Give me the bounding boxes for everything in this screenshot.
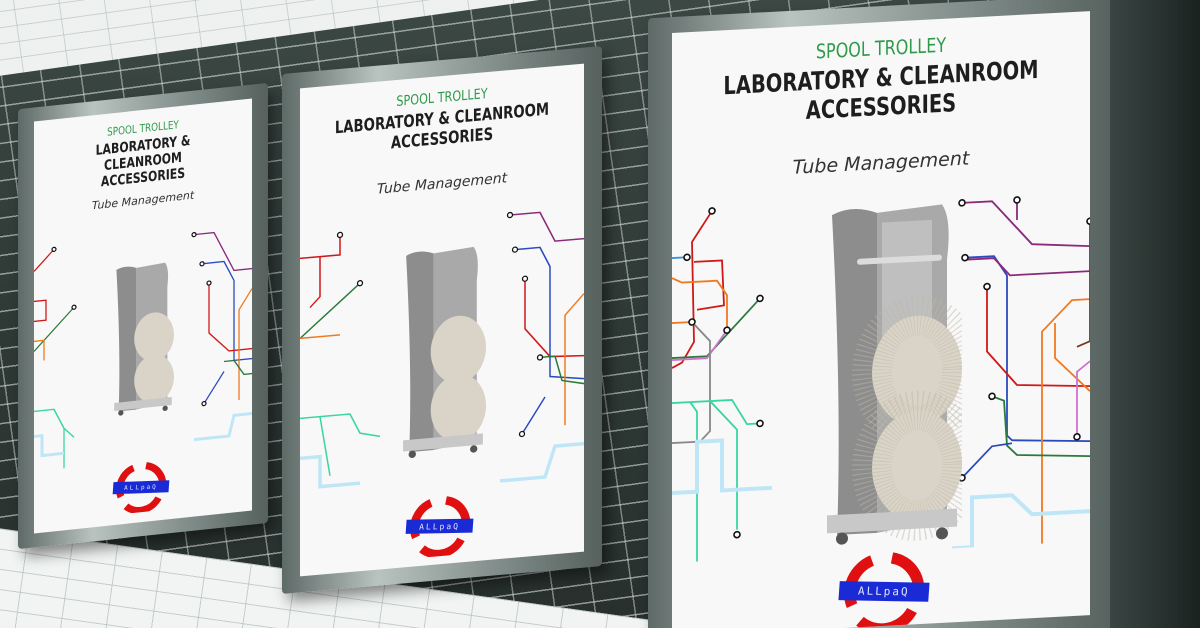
poster-paper: SPOOL TROLLEY LABORATORY & CLEANROOM ACC… [34, 98, 252, 534]
brand-logo-text: ALLpaQ [112, 480, 170, 495]
poster-title: LABORATORY & CLEANROOM ACCESSORIES [718, 55, 1044, 131]
brand-logo: ALLpaQ [112, 460, 170, 515]
poster-paper: SPOOL TROLLEY LABORATORY & CLEANROOM ACC… [672, 11, 1090, 628]
transit-map-lines-icon [300, 211, 584, 489]
spool-trolley-image [822, 196, 982, 548]
brand-logo: ALLpaQ [838, 550, 930, 628]
transit-map-lines-icon [34, 231, 252, 469]
poster-middle: SPOOL TROLLEY LABORATORY & CLEANROOM ACC… [282, 46, 602, 594]
brand-logo: ALLpaQ [405, 494, 475, 559]
poster-right: SPOOL TROLLEY LABORATORY & CLEANROOM ACC… [648, 0, 1118, 628]
poster-paper: SPOOL TROLLEY LABORATORY & CLEANROOM ACC… [300, 63, 584, 577]
brand-logo-text: ALLpaQ [405, 518, 475, 534]
wall-edge-shadow [1110, 0, 1200, 628]
brand-logo-text: ALLpaQ [838, 581, 930, 603]
spool-trolley-image [112, 225, 174, 452]
spool-trolley-image [400, 212, 487, 490]
poster-tagline: Tube Management [792, 147, 970, 179]
poster-left: SPOOL TROLLEY LABORATORY & CLEANROOM ACC… [18, 82, 268, 550]
